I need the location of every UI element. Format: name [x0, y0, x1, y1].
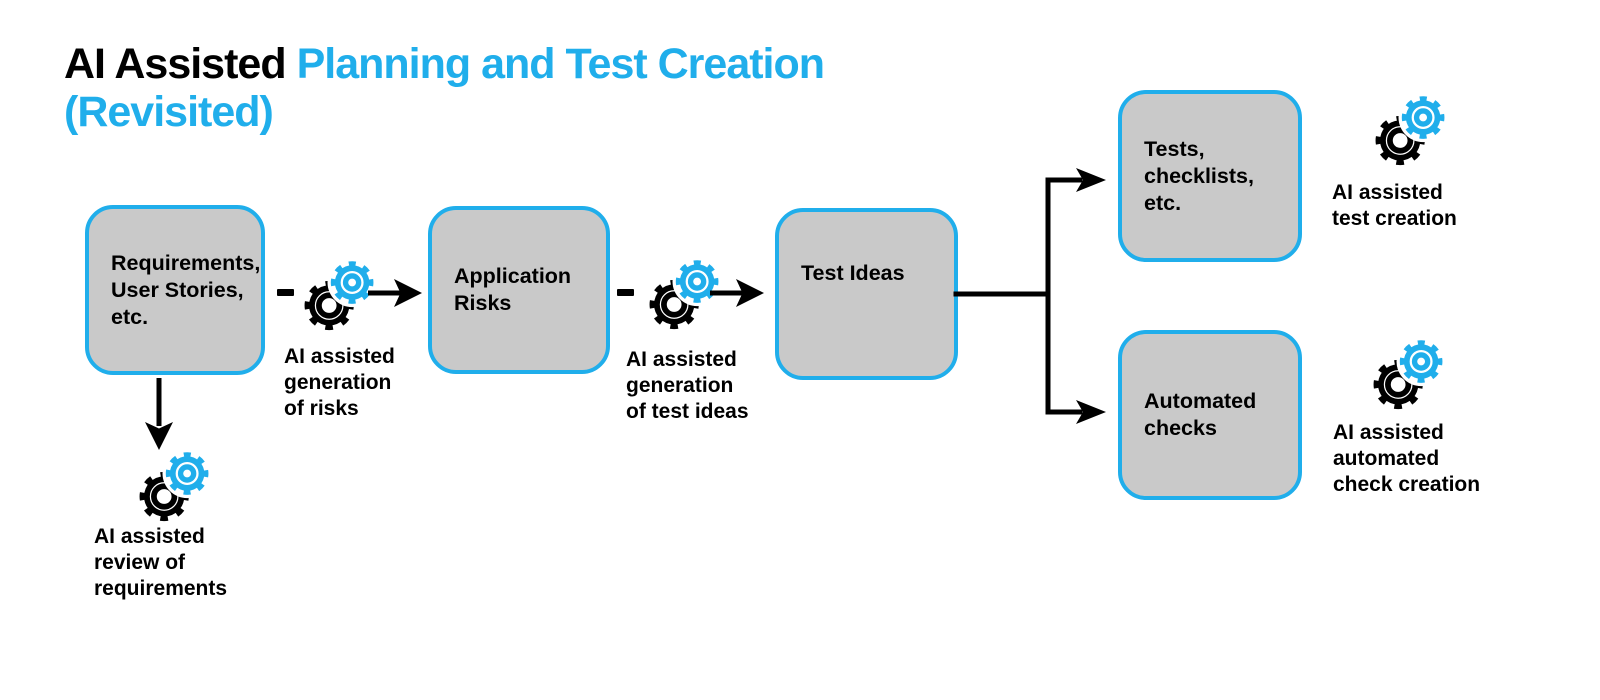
node-automated-checks: Automated checks — [1118, 330, 1302, 500]
node-application-risks-label: Application Risks — [454, 264, 572, 315]
title-prefix: AI Assisted — [64, 40, 287, 88]
caption-generation-of-risks: AI assisted generation of risks — [284, 345, 395, 420]
node-test-ideas: Test Ideas — [775, 208, 958, 380]
page-title: AI Assisted Planning and Test Creation (… — [64, 40, 984, 136]
node-automated-checks-label: Automated checks — [1144, 389, 1257, 440]
caption-automated-check-creation: AI assisted automated check creation — [1333, 421, 1481, 496]
branch-connector — [953, 168, 1106, 424]
node-requirements-label: Requirements, User Stories, etc. — [111, 250, 261, 329]
node-tests-checklists: Tests, checklists, etc. — [1118, 90, 1302, 262]
title-line2: (Revisited) — [64, 88, 274, 136]
arrow-down-review — [145, 378, 173, 450]
caption-test-creation: AI assisted test creation — [1332, 181, 1457, 230]
arrow-right-to-test-ideas — [710, 279, 764, 307]
ai-gears-icon-check-creation — [1367, 332, 1449, 414]
caption-review-of-requirements: AI assisted review of requirements — [94, 525, 228, 600]
node-requirements: Requirements, User Stories, etc. — [85, 205, 265, 375]
title-highlight: Planning and Test Creation — [296, 40, 825, 88]
ai-gears-icon-review — [133, 444, 215, 526]
node-tests-checklists-label: Tests, checklists, etc. — [1144, 136, 1254, 215]
node-application-risks: Application Risks — [428, 206, 610, 374]
ai-gears-icon-test-creation — [1369, 88, 1451, 170]
dash-connector-2 — [617, 289, 634, 296]
arrow-right-to-application-risks — [368, 279, 422, 307]
caption-generation-of-test-ideas: AI assisted generation of test ideas — [626, 348, 749, 423]
dash-connector-1 — [277, 289, 294, 296]
node-test-ideas-label: Test Ideas — [801, 261, 905, 285]
